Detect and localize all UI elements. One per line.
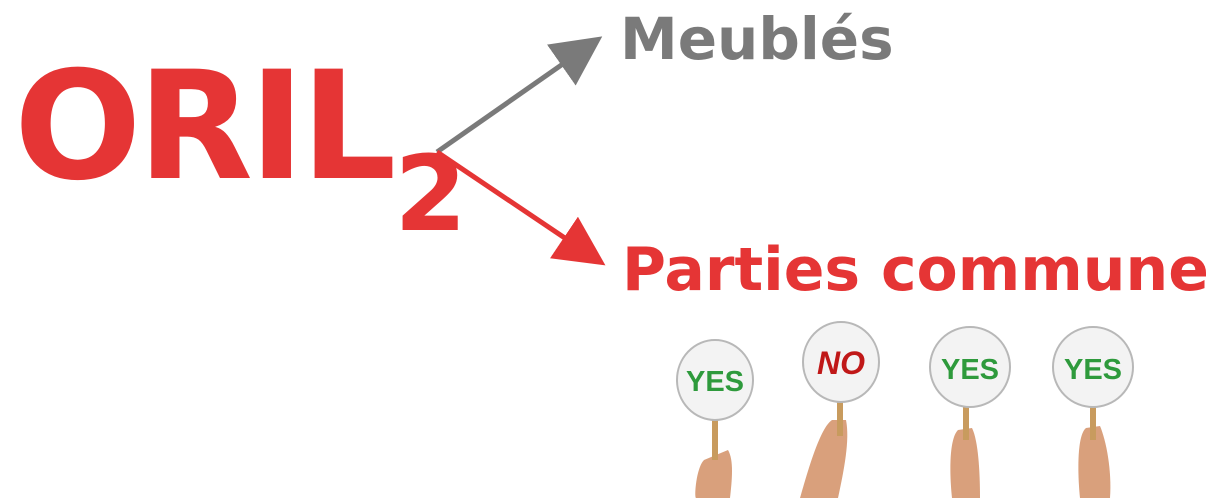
sign-text-3: YES — [941, 354, 999, 386]
voting-sign-3: YES — [930, 327, 1010, 498]
arrow-to-meubles — [437, 45, 590, 152]
sign-text-2: NO — [817, 345, 865, 381]
branch-label-meubles: Meublés — [620, 10, 894, 68]
arrow-to-parties-communes — [437, 152, 593, 257]
sign-text-1: YES — [686, 366, 744, 398]
voting-signs-illustration: YES NO YES YES — [640, 310, 1160, 498]
sign-text-4: YES — [1064, 354, 1122, 386]
branch-label-parties-communes: Parties communes — [622, 240, 1206, 300]
voting-sign-4: YES — [1053, 327, 1133, 498]
voting-sign-2: NO — [800, 322, 879, 498]
voting-sign-1: YES — [677, 340, 753, 498]
